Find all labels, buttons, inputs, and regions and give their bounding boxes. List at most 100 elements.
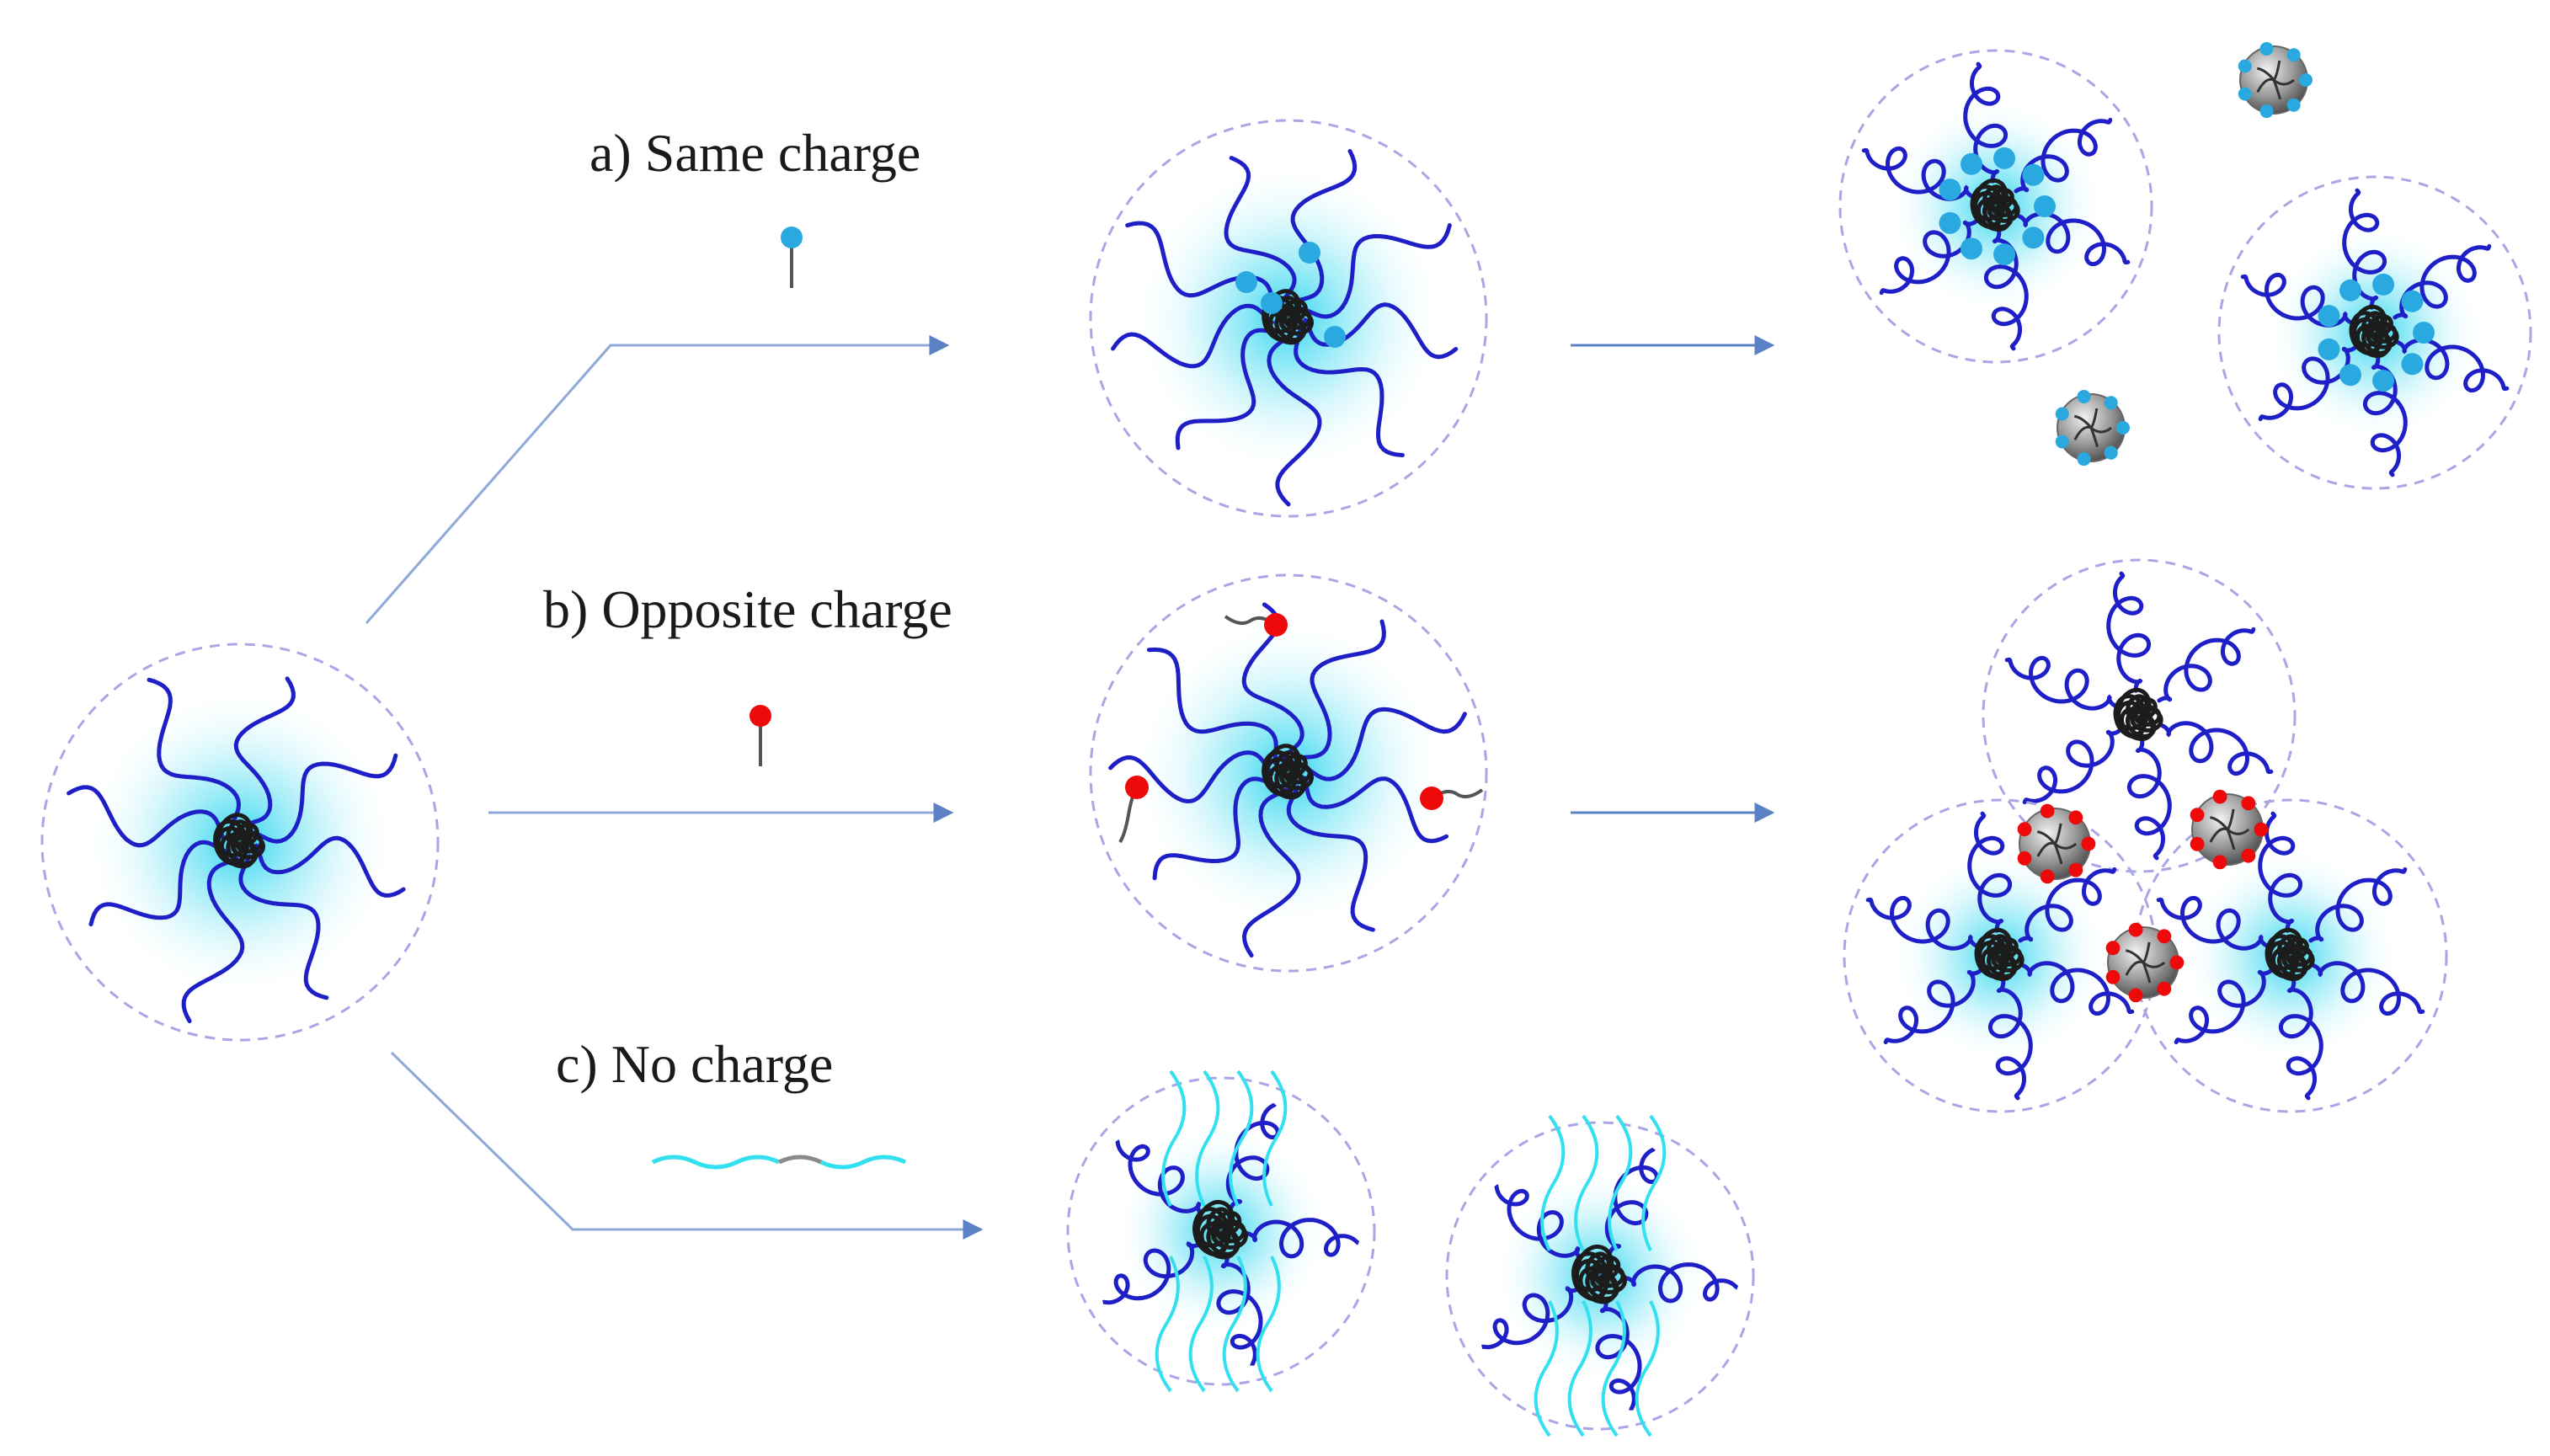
corona-chain <box>1224 156 1297 306</box>
surfactant-head <box>2413 322 2435 344</box>
corona-chain <box>2160 721 2274 776</box>
corona-chain <box>2312 961 2425 1016</box>
neutral-block <box>1188 1256 1214 1393</box>
neutral-block <box>819 1155 907 1170</box>
surfactant-head <box>2040 803 2055 819</box>
mixed-micelle-2 <box>1445 1114 1755 1437</box>
dashed-boundary <box>2133 798 2448 1113</box>
arrows <box>365 335 1775 1240</box>
corona-chain <box>1301 707 1467 781</box>
corona-chain <box>254 835 406 898</box>
corona-chain <box>1108 750 1274 804</box>
surfactant-head <box>2022 227 2045 249</box>
surfactant-head <box>1939 211 1961 234</box>
free-surfactant-aggregate-2 <box>2055 389 2130 467</box>
surfactant-head <box>2116 421 2130 435</box>
surfactant-head <box>1324 326 1346 348</box>
corona-chain <box>1865 895 1979 951</box>
neutral-block <box>1641 1114 1667 1251</box>
bridged-micelle-left <box>1843 798 2158 1113</box>
neutral-block <box>1540 1114 1566 1251</box>
micelle-core <box>1262 744 1315 800</box>
branch-line-c <box>390 1051 984 1240</box>
surfactant-head <box>2286 48 2301 62</box>
bridged-micelle-top <box>1982 558 2297 873</box>
corona-chain <box>1300 223 1452 319</box>
neutral-linker <box>777 1155 823 1165</box>
corona-chain <box>1290 149 1358 305</box>
label-same-charge: a) Same charge <box>589 123 921 183</box>
corona-chain <box>1286 785 1375 932</box>
surfactant-head <box>1299 242 1320 264</box>
surfactant-head <box>2105 969 2121 984</box>
micelle-core <box>213 813 266 869</box>
neutral-block <box>1635 1300 1660 1437</box>
corona-chain <box>238 854 329 1000</box>
corona-chain <box>1883 968 1982 1045</box>
micelle-core <box>1262 289 1315 345</box>
free-surfactant-opposite-charge <box>750 705 771 766</box>
micelle-core <box>1970 178 2020 232</box>
corona-chain <box>1494 1184 1583 1261</box>
bridging-aggregate-2 <box>2190 789 2269 870</box>
surfactant-head <box>2372 273 2395 296</box>
neutral-block <box>1222 1256 1247 1393</box>
surfactant-head <box>2055 407 2069 421</box>
micelle-with-same-charge <box>1089 119 1488 518</box>
corona-chain <box>1879 219 1978 296</box>
neutral-block <box>1195 1069 1220 1207</box>
surfactant-head <box>2022 163 2045 186</box>
neutral-block <box>1567 1300 1592 1437</box>
surfactant-head <box>2017 851 2032 866</box>
surfactant-head <box>2238 87 2252 101</box>
dashed-boundary <box>40 643 440 1042</box>
corona-chain <box>1983 229 2029 351</box>
corona-chain <box>252 753 398 844</box>
corona-chain <box>2396 338 2510 393</box>
surfactant-head <box>1235 271 1257 293</box>
surfactant-head <box>2077 389 2091 403</box>
corona-chain <box>181 856 245 1024</box>
corona-chain <box>1146 647 1278 765</box>
corona-chain <box>1963 61 2009 184</box>
surfactant-head <box>2055 435 2069 449</box>
neutral-block <box>1534 1300 1559 1437</box>
corona-chain <box>1481 1286 1580 1350</box>
corona-chain <box>1246 1218 1360 1259</box>
corona-chain <box>2106 571 2152 693</box>
corona-chain <box>1987 979 2033 1101</box>
surfactant-head <box>2212 789 2227 804</box>
surfactant-head <box>2034 195 2056 217</box>
corona-chain <box>2240 272 2354 328</box>
dashed-boundary <box>1089 119 1488 518</box>
corona-chain <box>147 677 242 830</box>
corona-chain <box>1967 811 2013 933</box>
bridging-aggregate-1 <box>2017 803 2096 884</box>
corona-chain <box>2308 867 2408 943</box>
repelled-micelle-1 <box>1838 49 2153 364</box>
label-no-charge: c) No charge <box>556 1034 834 1094</box>
corona-chain <box>2156 895 2270 951</box>
surfactant-head <box>1993 243 2016 266</box>
surfactant-head <box>2259 41 2274 56</box>
corona-chain <box>2258 811 2303 933</box>
corona-chain <box>1175 328 1281 451</box>
surfactant-head <box>2339 364 2361 387</box>
surfactant-head <box>2372 370 2395 392</box>
bound-surfactant <box>1118 776 1149 844</box>
corona-chain <box>1861 146 1975 201</box>
dashed-boundary <box>1982 558 2297 873</box>
branch-line-a <box>365 335 950 624</box>
micelle-core <box>2349 304 2399 359</box>
dashed-boundary <box>1838 49 2153 364</box>
surfactant-head <box>2128 922 2143 937</box>
free-surfactant-aggregate-1 <box>2238 41 2313 119</box>
dashed-boundary <box>1066 1076 1376 1386</box>
neutral-block <box>1574 1114 1599 1251</box>
surfactant-head <box>2241 848 2256 863</box>
label-opposite-charge: b) Opposite charge <box>543 579 952 639</box>
corona-chain <box>1294 328 1405 457</box>
surfactant-head <box>2077 452 2091 467</box>
surfactant-head <box>2339 279 2361 301</box>
surfactant-head <box>2104 445 2118 460</box>
